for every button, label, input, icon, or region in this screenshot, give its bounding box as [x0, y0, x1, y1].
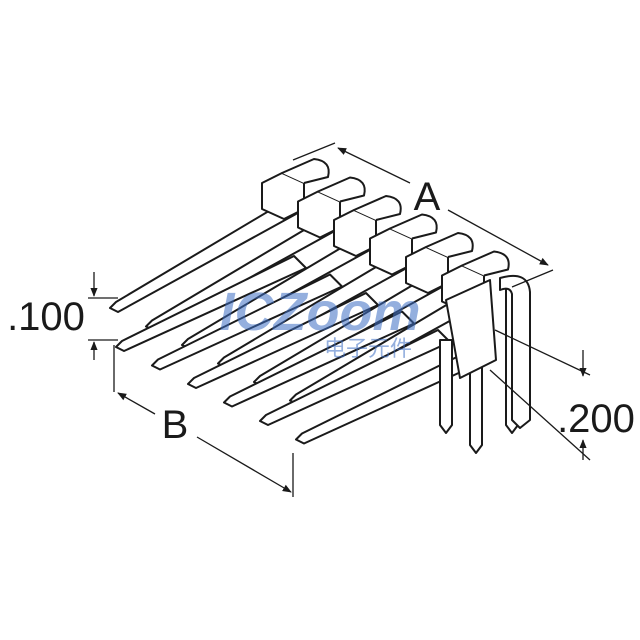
- front-pin: [187, 292, 379, 389]
- pin-housings: [261, 158, 510, 313]
- back-row-pins: [109, 201, 477, 406]
- housing-top: [317, 176, 366, 203]
- front-row-pins: [115, 255, 487, 445]
- dimension-row-spacing-label: .200: [557, 397, 635, 441]
- solder-tail: [439, 339, 453, 434]
- dimension-a-label: A: [414, 175, 441, 219]
- front-pin: [151, 273, 343, 371]
- dimension-a: A: [292, 142, 554, 288]
- housing-top: [425, 232, 474, 258]
- end-bracket: [445, 279, 497, 379]
- dimension-pitch-label: .100: [7, 295, 85, 339]
- vertical-legs: [439, 274, 531, 454]
- housing-top: [353, 195, 402, 221]
- housing-top: [389, 213, 438, 240]
- watermark-subtext: 电子元件: [324, 337, 412, 362]
- housing-top: [461, 250, 510, 277]
- front-pin: [223, 310, 415, 408]
- dimension-pitch: .100: [7, 272, 118, 360]
- housing-top: [281, 158, 330, 184]
- dimension-row-spacing: .200: [489, 329, 635, 461]
- solder-tail: [469, 359, 483, 454]
- watermark: ICZoom 电子元件: [220, 282, 421, 362]
- dimension-b: B: [113, 345, 294, 497]
- end-pin-bend: [499, 274, 531, 429]
- dimension-b-label: B: [162, 403, 189, 447]
- front-pin: [115, 255, 307, 352]
- watermark-brand: ICZoom: [220, 282, 421, 342]
